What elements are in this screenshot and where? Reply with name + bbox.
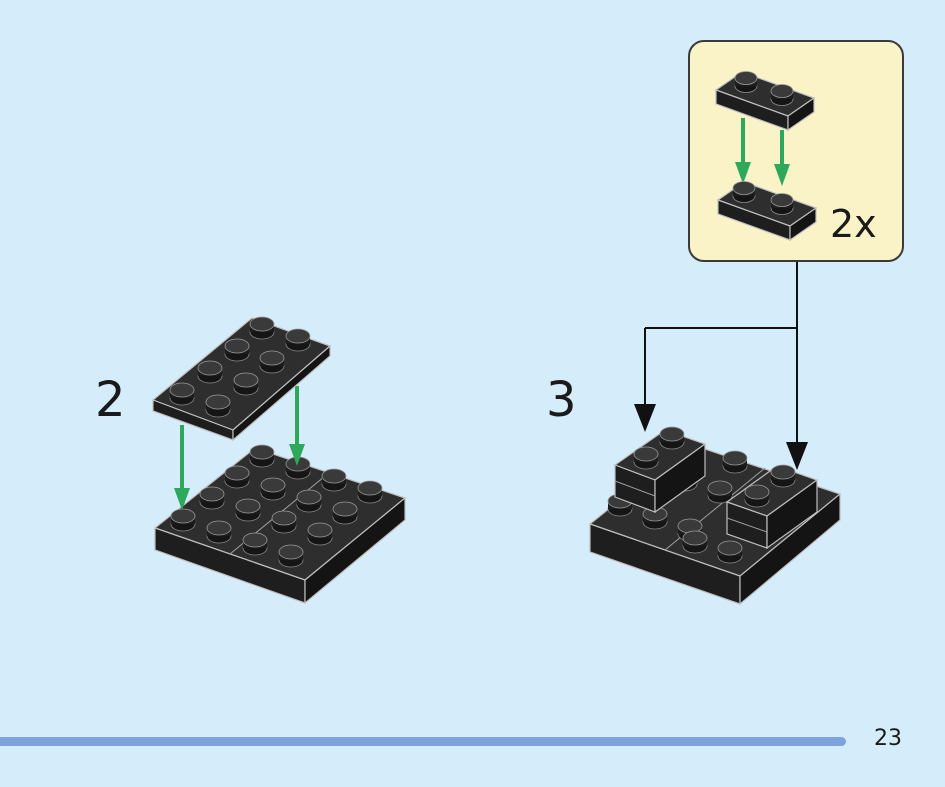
progress-bar (0, 737, 846, 746)
step-number-2: 2 (95, 372, 126, 428)
step-2-base-plate (153, 444, 407, 605)
subassembly-multiplier: 2x (830, 202, 877, 246)
step-3-assembly (588, 426, 842, 606)
step-2-top-plate (151, 316, 332, 442)
black-down-arrow-icon (634, 262, 808, 470)
green-down-arrow-icon (174, 386, 305, 510)
subassembly-illustration (714, 71, 818, 242)
step-number-3: 3 (546, 372, 577, 428)
page-number: 23 (874, 726, 902, 751)
subassembly-callout (688, 40, 904, 262)
